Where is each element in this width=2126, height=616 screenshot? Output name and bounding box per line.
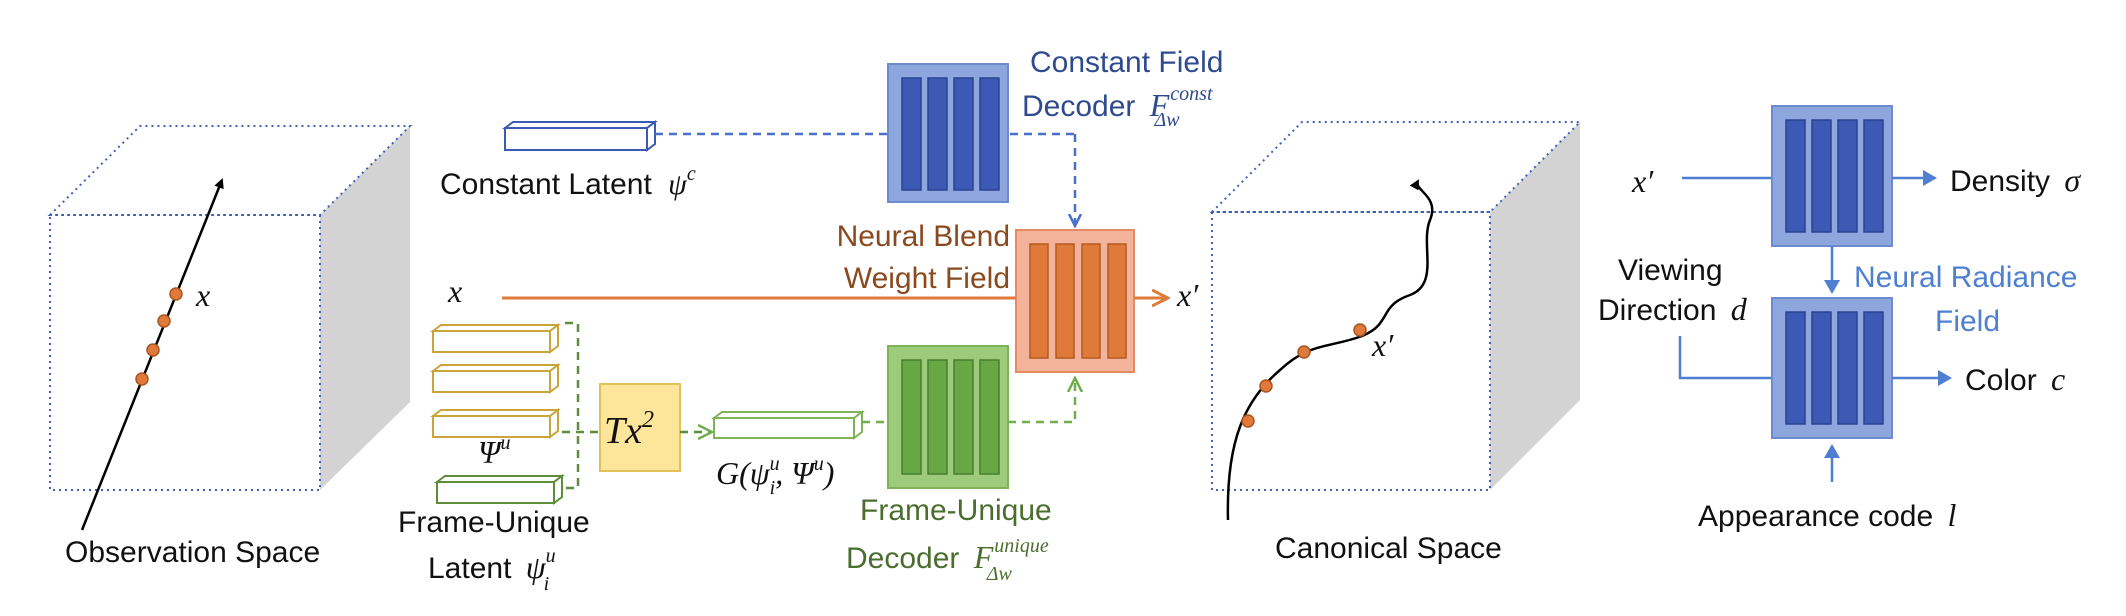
cube-shaded-side bbox=[1490, 122, 1580, 490]
g-latent-block bbox=[711, 410, 865, 440]
latent-set-symbol: Ψu bbox=[478, 432, 511, 470]
sample-point bbox=[1259, 379, 1273, 393]
observation-space-label: Observation Space bbox=[65, 536, 320, 569]
frame-latent bbox=[430, 323, 561, 354]
radiance-field-line2: Field bbox=[1935, 305, 2000, 338]
sample-point bbox=[1353, 323, 1367, 337]
cube-front-face bbox=[1211, 211, 1491, 491]
cube-shaded-side bbox=[320, 126, 410, 490]
sample-point bbox=[169, 287, 183, 301]
sample-point bbox=[157, 314, 171, 328]
viewing-direction-line2: Direction d bbox=[1598, 291, 1748, 327]
constant-latent-label: Constant Latent ψc bbox=[440, 163, 696, 201]
color-label: Color c bbox=[1965, 361, 2065, 397]
unique-decoder-line1: Frame-Unique bbox=[860, 494, 1052, 527]
sample-point bbox=[146, 343, 160, 357]
blend-field-line2: Weight Field bbox=[844, 262, 1010, 295]
transform-label: Tx2 bbox=[604, 407, 654, 452]
view-dir-to-color-mlp bbox=[1678, 336, 1772, 380]
blend-input-x: x bbox=[447, 273, 462, 309]
sample-point bbox=[1241, 414, 1255, 428]
deformed-ray-arrow bbox=[1226, 179, 1434, 521]
viewing-direction-line1: Viewing bbox=[1618, 254, 1723, 287]
transform-block bbox=[599, 383, 681, 472]
radiance-field-line1: Neural Radiance bbox=[1854, 261, 2077, 294]
sample-point bbox=[135, 372, 149, 386]
density-mlp bbox=[1771, 105, 1893, 247]
radiance-input-x-prime: x′ bbox=[1631, 163, 1654, 199]
blend-field-line1: Neural Blend bbox=[837, 220, 1010, 253]
frame-latent bbox=[430, 363, 561, 394]
unique-decoder-to-blend-arrow bbox=[1008, 380, 1075, 424]
sample-point bbox=[1297, 345, 1311, 359]
density-label: Density σ bbox=[1950, 162, 2081, 198]
color-mlp bbox=[1771, 297, 1893, 439]
observation-space-cube: x bbox=[47, 125, 413, 531]
frame-latent-selected bbox=[434, 474, 565, 505]
frame-unique-decoder bbox=[887, 345, 1009, 489]
observation-point-label: x bbox=[195, 277, 210, 313]
frame-latent bbox=[430, 408, 561, 439]
blend-output-x-prime: x′ bbox=[1176, 277, 1199, 313]
appearance-code-label: Appearance code l bbox=[1698, 497, 1957, 533]
neural-blend-weight-field bbox=[1015, 229, 1135, 373]
constant-latent-block bbox=[502, 120, 658, 152]
cube-front-face bbox=[49, 214, 321, 491]
canonical-space-cube: x′ bbox=[1209, 121, 1583, 521]
latent-bracket bbox=[562, 321, 580, 490]
canonical-point-label: x′ bbox=[1371, 327, 1394, 363]
constant-field-decoder bbox=[887, 63, 1009, 203]
constant-decoder-line1: Constant Field bbox=[1030, 46, 1223, 79]
frame-latent-line1: Frame-Unique bbox=[398, 506, 590, 539]
frame-unique-latent-stack bbox=[430, 323, 565, 505]
canonical-space-label: Canonical Space bbox=[1275, 532, 1502, 565]
